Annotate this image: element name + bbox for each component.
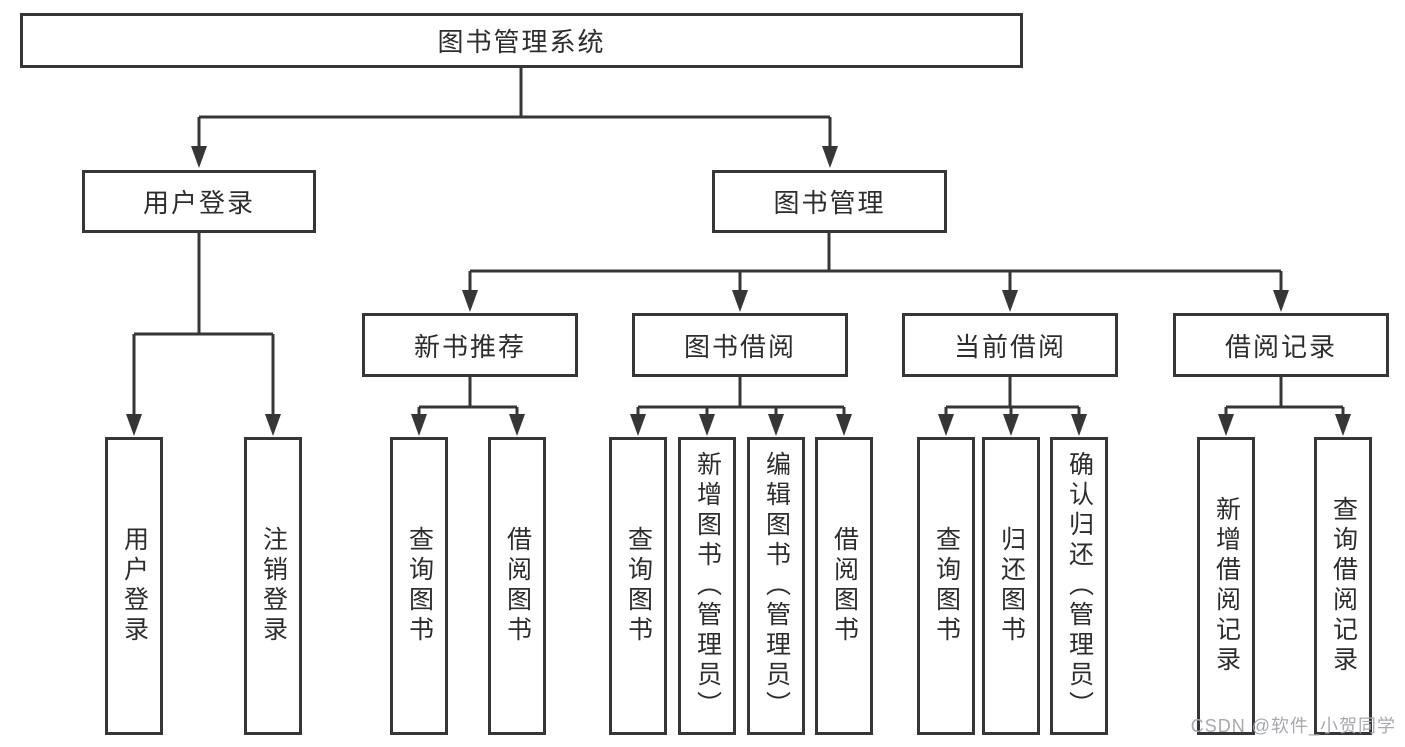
arrowhead-icon — [1273, 290, 1289, 312]
arrowhead-icon — [732, 290, 748, 312]
arrowhead-icon — [1335, 414, 1351, 436]
leaf-add-books-admin: 新增图书（管理员） — [678, 437, 736, 735]
leaf-user-login: 用户登录 — [105, 437, 163, 735]
node-new-book-recommend: 新书推荐 — [362, 313, 578, 377]
node-label: 查询借阅记录 — [1329, 496, 1358, 676]
node-label: 当前借阅 — [953, 331, 1066, 362]
leaf-add-borrow-record: 新增借阅记录 — [1197, 437, 1255, 735]
arrowhead-icon — [768, 414, 784, 436]
node-label: 借阅图书 — [830, 526, 859, 646]
node-label: 注销登录 — [259, 526, 288, 646]
node-label: 借阅图书 — [503, 526, 532, 646]
arrowhead-icon — [1218, 414, 1234, 436]
arrowhead-icon — [411, 414, 427, 436]
arrowhead-icon — [1071, 414, 1087, 436]
node-label: 查询图书 — [624, 526, 653, 646]
arrowhead-icon — [1002, 290, 1018, 312]
node-label: 编辑图书（管理员） — [762, 451, 791, 721]
node-system-root: 图书管理系统 — [20, 13, 1023, 68]
node-label: 图书管理系统 — [437, 27, 606, 57]
arrowhead-icon — [509, 414, 525, 436]
node-label: 用户登录 — [120, 526, 149, 646]
leaf-query-borrow-record: 查询借阅记录 — [1314, 437, 1372, 735]
node-label: 图书借阅 — [683, 331, 796, 362]
arrowhead-icon — [126, 414, 142, 436]
node-label: 确认归还（管理员） — [1065, 451, 1094, 721]
node-borrow-records: 借阅记录 — [1173, 313, 1389, 377]
arrowhead-icon — [938, 414, 954, 436]
leaf-edit-books-admin: 编辑图书（管理员） — [747, 437, 805, 735]
arrowhead-icon — [630, 414, 646, 436]
arrowhead-icon — [822, 146, 838, 168]
leaf-query-books-2: 查询图书 — [609, 437, 667, 735]
leaf-return-books: 归还图书 — [982, 437, 1040, 735]
leaf-borrow-books-2: 借阅图书 — [815, 437, 873, 735]
leaf-borrow-books-1: 借阅图书 — [488, 437, 546, 735]
node-label: 查询图书 — [405, 526, 434, 646]
arrowhead-icon — [699, 414, 715, 436]
node-label: 新增图书（管理员） — [693, 451, 722, 721]
node-book-borrow: 图书借阅 — [632, 313, 848, 377]
node-book-management: 图书管理 — [712, 170, 947, 233]
leaf-query-books-1: 查询图书 — [390, 437, 448, 735]
node-label: 图书管理 — [773, 188, 886, 218]
leaf-query-books-3: 查询图书 — [917, 437, 975, 735]
arrowhead-icon — [462, 290, 478, 312]
csdn-watermark: CSDN @软件_小贺同学 — [1190, 716, 1396, 736]
node-user-login: 用户登录 — [82, 170, 316, 233]
node-label: 归还图书 — [997, 526, 1026, 646]
arrowhead-icon — [1003, 414, 1019, 436]
node-label: 用户登录 — [142, 188, 255, 218]
node-current-borrow: 当前借阅 — [902, 313, 1118, 377]
node-label: 新增借阅记录 — [1212, 496, 1241, 676]
node-label: 新书推荐 — [413, 331, 526, 362]
node-label: 借阅记录 — [1224, 331, 1337, 362]
arrowhead-icon — [836, 414, 852, 436]
leaf-logout: 注销登录 — [244, 437, 302, 735]
arrowhead-icon — [265, 414, 281, 436]
leaf-confirm-return-admin: 确认归还（管理员） — [1050, 437, 1108, 735]
arrowhead-icon — [191, 146, 207, 168]
node-label: 查询图书 — [932, 526, 961, 646]
